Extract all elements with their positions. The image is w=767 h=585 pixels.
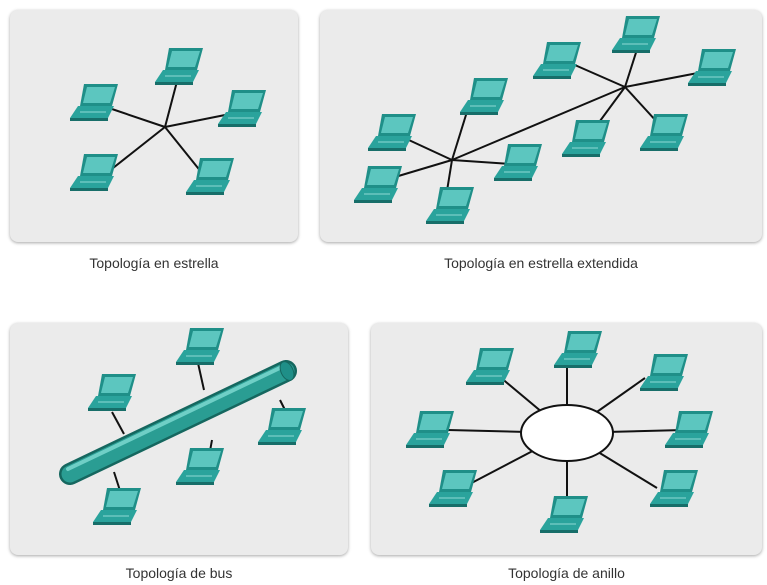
laptop-icon xyxy=(353,165,403,204)
laptop-icon xyxy=(649,469,699,508)
bus-topology-caption: Topología de bus xyxy=(125,565,233,581)
laptop-icon xyxy=(639,113,689,152)
laptop-icon xyxy=(553,330,603,369)
laptop-icon xyxy=(639,353,689,392)
laptop-icon xyxy=(539,495,589,534)
laptop-icon xyxy=(561,119,611,158)
laptop-icon xyxy=(87,373,137,412)
laptop-icon xyxy=(687,48,737,87)
laptop-icon xyxy=(175,447,225,486)
laptop-icon xyxy=(459,77,509,116)
laptop-icon xyxy=(611,15,661,54)
extended-star-topology-caption: Topología en estrella extendida xyxy=(444,255,638,271)
laptop-icon xyxy=(92,487,142,526)
laptop-icon xyxy=(69,153,119,192)
laptop-icon xyxy=(154,47,204,86)
laptop-icon xyxy=(532,41,582,80)
ring-topology-caption: Topología de anillo xyxy=(508,565,625,581)
laptop-icon xyxy=(175,327,225,366)
laptop-icon xyxy=(465,347,515,386)
laptop-icon xyxy=(428,469,478,508)
laptop-icon xyxy=(425,186,475,225)
laptop-icon xyxy=(405,410,455,449)
laptop-icon xyxy=(69,83,119,122)
ring-hub xyxy=(520,404,614,462)
laptop-icon xyxy=(257,407,307,446)
bus-cable xyxy=(59,360,297,485)
laptop-icon xyxy=(367,113,417,152)
star-topology-caption: Topología en estrella xyxy=(89,255,219,271)
laptop-icon xyxy=(217,89,267,128)
